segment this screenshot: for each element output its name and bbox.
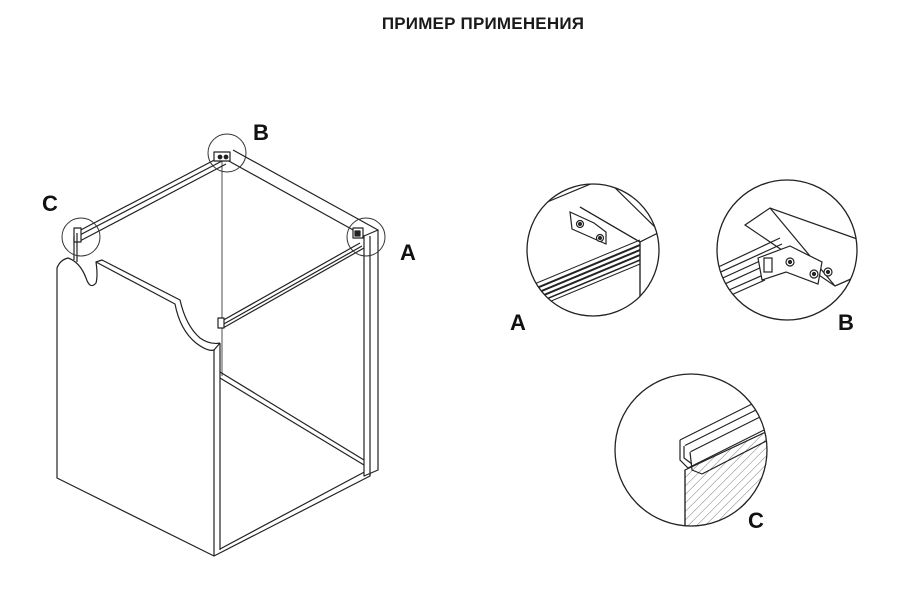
- detail-b-circle: [716, 179, 858, 321]
- detail-b: [716, 179, 858, 321]
- cabinet: [56, 149, 379, 557]
- cabinet-front-edge: [95, 259, 221, 345]
- detail-c-circle: [614, 373, 768, 527]
- cabinet-rail-left: [74, 155, 227, 243]
- cabinet-right-panel: [363, 229, 379, 477]
- cabinet-label-b: B: [253, 120, 269, 145]
- detail-a-circle: [526, 183, 660, 317]
- page-title: ПРИМЕР ПРИМЕНЕНИЯ: [381, 14, 585, 33]
- detail-label-c: C: [748, 508, 764, 533]
- detail-a: [526, 183, 660, 317]
- cabinet-label-a: A: [400, 240, 416, 265]
- cabinet-front-panel: [56, 257, 215, 557]
- detail-label-a: A: [510, 310, 526, 335]
- callout-circle-a: [346, 217, 386, 257]
- cabinet-label-c: C: [42, 191, 58, 216]
- detail-label-b: B: [838, 310, 854, 335]
- callout-circle-c: [61, 217, 101, 257]
- cabinet-rail-front: [219, 242, 365, 329]
- cabinet-bottom-panel: [213, 468, 371, 557]
- callout-circle-b: [207, 133, 247, 173]
- rail-profile-a: [527, 239, 641, 315]
